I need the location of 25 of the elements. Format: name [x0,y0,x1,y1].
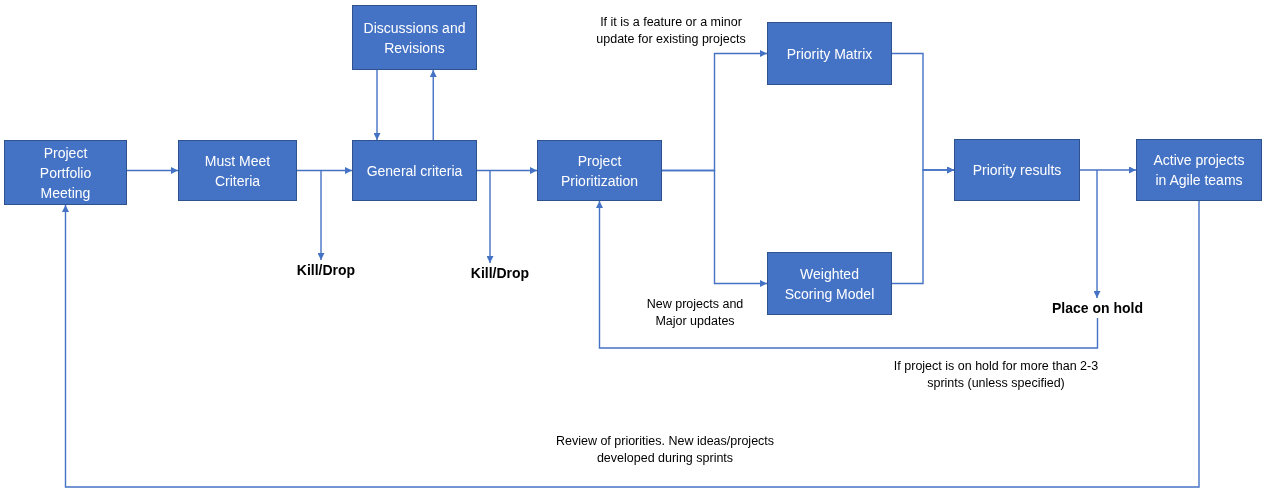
arrow [596,200,1099,349]
arrow [373,69,381,141]
arrow [476,167,538,174]
arrow [1079,166,1137,174]
arrow [661,169,768,287]
arrow [126,167,179,174]
arrow [296,167,353,174]
arrow [429,69,437,141]
arrow [1093,169,1101,299]
process-box: Priority Matrix [767,22,892,85]
arrow [486,169,494,264]
outcome-text: Place on hold [1040,298,1155,318]
arrow [62,200,1200,488]
outcome-text: Kill/Drop [458,263,542,283]
arrow [317,169,325,261]
arrow [891,166,955,285]
process-box: Must Meet Criteria [178,140,297,201]
process-box: Project Portfolio Meeting [4,140,127,205]
process-box: Weighted Scoring Model [767,252,892,315]
process-box: Project Prioritization [537,140,662,201]
outcome-text: Kill/Drop [286,260,366,280]
process-box: General criteria [352,140,477,201]
process-box: Active projects in Agile teams [1136,139,1262,201]
process-box: Priority results [954,139,1080,201]
process-box: Discussions and Revisions [352,5,477,70]
